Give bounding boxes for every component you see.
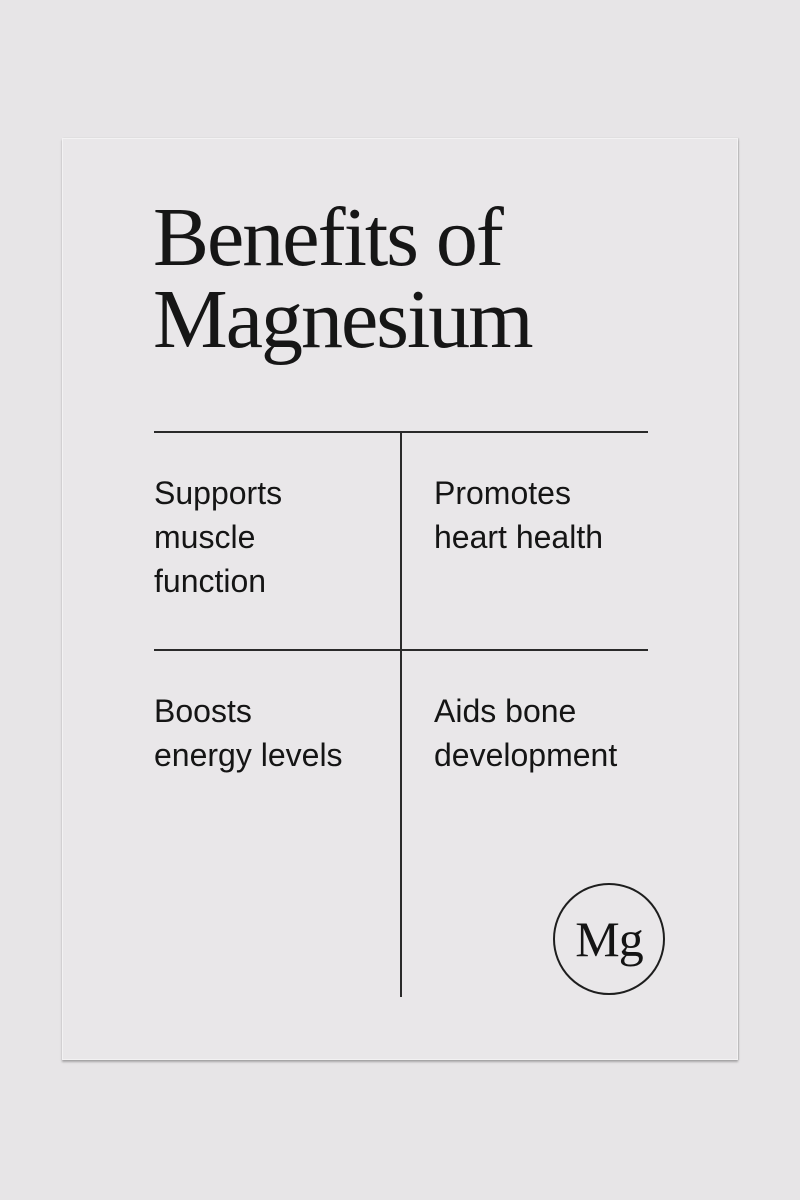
benefit-heart-health: Promotes heart health: [434, 475, 604, 555]
benefit-bone-development: Aids bone development: [434, 693, 618, 773]
title-line-1: Benefits of: [153, 191, 504, 284]
vertical-divider: [400, 431, 402, 997]
magnesium-symbol-badge: Mg: [553, 883, 665, 995]
title-line-2: Magnesium: [153, 273, 534, 366]
mg-symbol-text: Mg: [575, 911, 643, 967]
poster-card: Benefits of Magnesium Supports muscle fu…: [62, 138, 738, 1060]
benefit-muscle-function: Supports muscle function: [154, 475, 283, 599]
poster-title: Benefits of Magnesium: [153, 191, 534, 366]
benefit-energy-levels: Boosts energy levels: [154, 693, 343, 773]
